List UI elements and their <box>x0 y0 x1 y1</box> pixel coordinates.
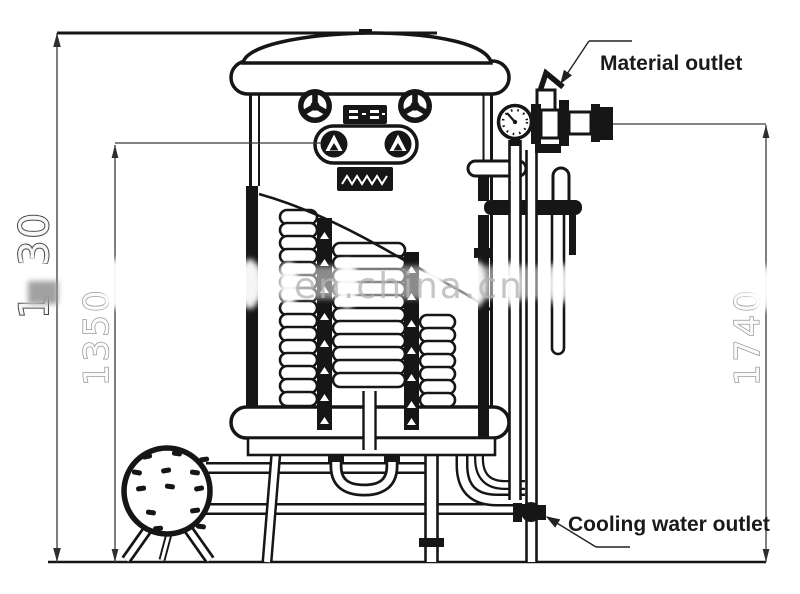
tank-top-rim <box>229 59 511 96</box>
pump-motor <box>121 445 215 564</box>
sight-glass-plate <box>313 124 419 165</box>
cooling-water-outlet-callout: Cooling water outlet <box>545 513 770 548</box>
cooling-water-outlet-label: Cooling water outlet <box>568 513 770 536</box>
material-outlet-callout: Material outlet <box>560 40 742 85</box>
material-outlet-label: Material outlet <box>600 52 742 75</box>
gauge-riser-pipe <box>508 140 522 500</box>
tank-body <box>246 92 493 410</box>
outlet-drop-pipe <box>525 150 538 562</box>
cooling-water-valve <box>513 502 546 522</box>
tank-dome <box>240 31 493 65</box>
outlet-assembly <box>466 68 613 562</box>
knob-left <box>320 130 348 158</box>
tank-legs-and-drain <box>261 450 525 563</box>
handwheel-right <box>398 89 432 123</box>
material-outlet-valve <box>531 68 613 153</box>
coil-stack-right <box>418 313 457 409</box>
watermark-smudges <box>16 256 780 312</box>
coil-stack-left <box>278 208 319 408</box>
watermark-text: en.china.cn <box>294 266 524 307</box>
condensate-cup <box>551 166 571 206</box>
nameplate-lower <box>337 167 393 191</box>
pressure-gauge <box>496 103 534 146</box>
knob-right <box>384 130 412 158</box>
support-drop-left <box>474 176 493 437</box>
support-drop-right <box>569 215 576 255</box>
inner-drain-pipe <box>362 391 377 450</box>
handwheel-left <box>298 89 332 123</box>
nameplate-upper <box>343 105 387 124</box>
hatch-column-left <box>317 218 332 430</box>
valve-handle <box>536 68 565 95</box>
gray-smudge-box <box>28 281 58 304</box>
dimension-1740: 1740 <box>613 123 770 562</box>
